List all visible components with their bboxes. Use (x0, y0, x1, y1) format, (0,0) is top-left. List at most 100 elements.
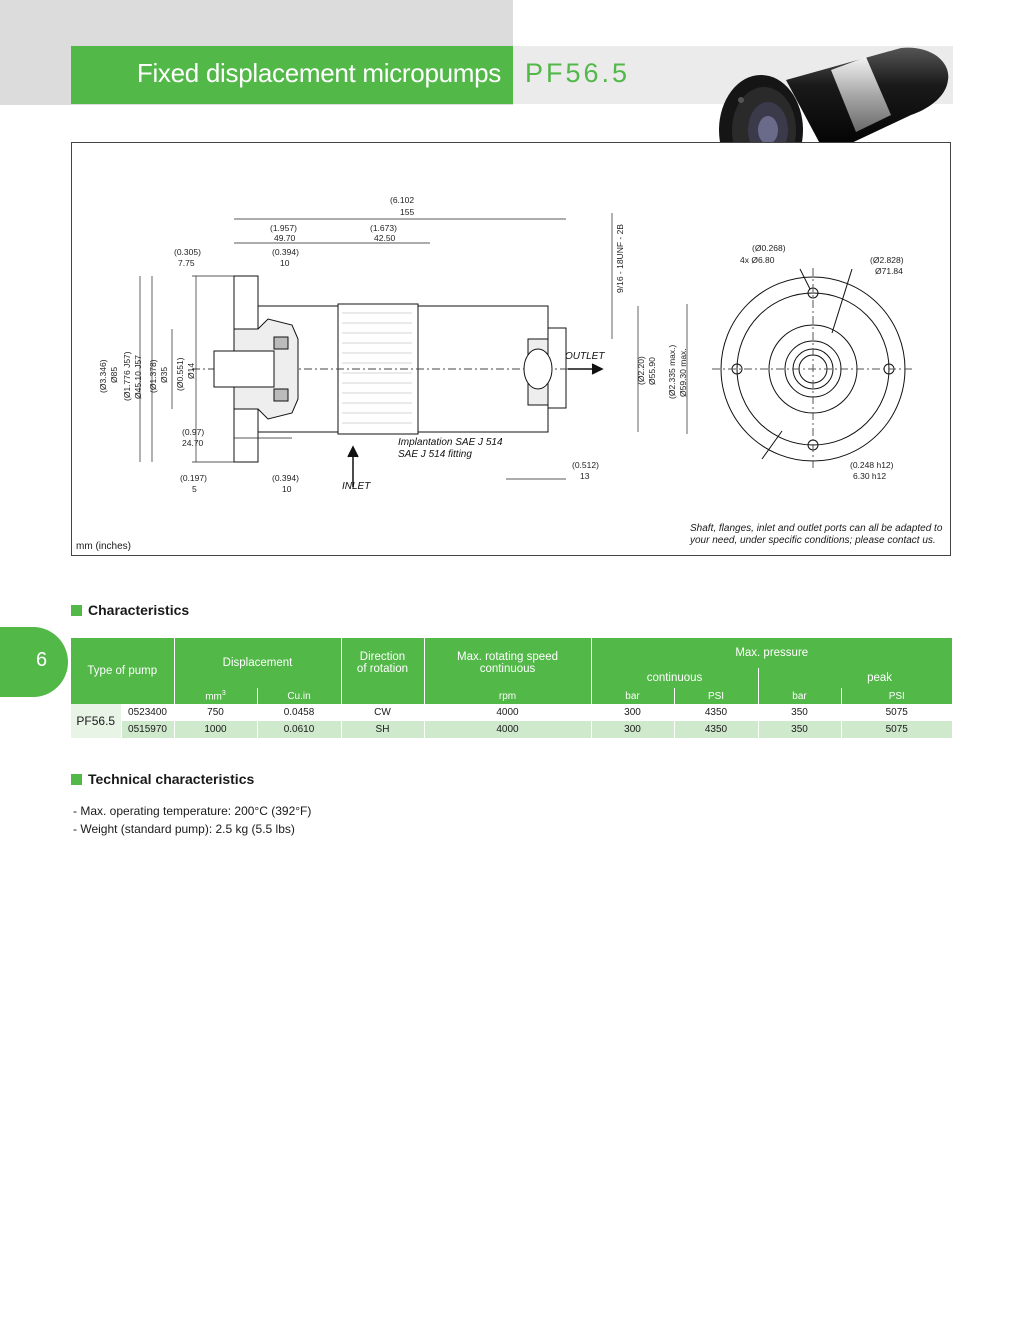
cell-rpm: 4000 (423, 721, 591, 738)
title-band: Fixed displacement micropumps (71, 46, 513, 104)
dim-10b: 10 (282, 484, 292, 494)
dim-4970: 49.70 (274, 233, 296, 243)
th-speed-2: continuous (479, 663, 536, 675)
adapt-note: Shaft, flanges, inlet and outlet ports c… (690, 523, 950, 547)
dim-v85: Ø85 (109, 367, 119, 383)
dim-0394a: (0.394) (272, 247, 299, 257)
cell-psi-cont: 4350 (673, 721, 758, 738)
th-direction: Direction of rotation (340, 638, 424, 688)
technical-drawing: (6.102 155 (1.957) 49.70 (1.673) 42.50 (… (71, 142, 951, 556)
bullet-square-icon (71, 604, 82, 616)
label-fitting: SAE J 514 fitting (398, 449, 472, 460)
dim-v4510: Ø45.10 J57 (133, 355, 143, 399)
dim-thread: 9/16 - 18UNF - 2B (615, 224, 625, 293)
page-number: 6 (36, 649, 48, 671)
adapt-note-line1: Shaft, flanges, inlet and outlet ports c… (690, 523, 943, 534)
dim-0305: (0.305) (174, 247, 201, 257)
cell-code: 0523400 (120, 704, 174, 721)
cell-bar-cont: 300 (590, 721, 674, 738)
th-direction-1: Direction (359, 651, 406, 663)
cell-psi-peak: 5075 (840, 721, 952, 738)
th-displacement: Displacement (173, 638, 341, 688)
adapt-note-line2: your need, under specific conditions; pl… (690, 535, 936, 546)
table-units-row: mm3 Cu.in rpm bar PSI bar PSI (71, 688, 952, 704)
dim-v35: Ø35 (159, 367, 169, 383)
dim-overall-in: (6.102 (390, 195, 414, 205)
dim-overall-mm: 155 (400, 207, 414, 217)
dim-13: 13 (580, 471, 590, 481)
cell-psi-peak: 5075 (840, 704, 952, 721)
page-tab: 6 (0, 627, 68, 697)
cell-dir: CW (340, 704, 424, 721)
th-continuous: continuous (590, 668, 758, 688)
technical-list: - Max. operating temperature: 200°C (392… (73, 802, 311, 838)
dim-10a: 10 (280, 258, 290, 268)
unit-bar-cont: bar (590, 688, 674, 704)
dim-2470: 24.70 (182, 438, 204, 448)
cell-mm3: 750 (173, 704, 257, 721)
dim-v14: Ø14 (186, 363, 196, 379)
cell-bar-cont: 300 (590, 704, 674, 721)
units-note: mm (inches) (76, 541, 132, 552)
th-speed: Max. rotating speed continuous (423, 638, 591, 688)
th-type: Type of pump (71, 638, 174, 704)
unit-psi-peak: PSI (840, 688, 952, 704)
dim-flange-mm: Ø71.84 (875, 266, 903, 276)
th-peak: peak (757, 668, 952, 688)
dim-5: 5 (192, 484, 197, 494)
th-pressure: Max. pressure (590, 638, 952, 668)
pump-model: PF56.5 (71, 704, 121, 738)
table-subheader-row: continuous peak (71, 668, 952, 688)
unit-bar-peak: bar (757, 688, 841, 704)
label-outlet: OUTLET (565, 351, 605, 362)
characteristics-title: Characteristics (88, 602, 190, 618)
dim-v1378: (Ø1.378) (148, 359, 158, 393)
technical-title: Technical characteristics (88, 771, 255, 787)
page-title: Fixed displacement micropumps (136, 58, 501, 88)
dim-1957: (1.957) (270, 223, 297, 233)
label-implantation: Implantation SAE J 514 (398, 437, 503, 448)
cell-bar-peak: 350 (757, 721, 841, 738)
cell-cuin: 0.0458 (256, 704, 341, 721)
unit-cuin: Cu.in (256, 688, 341, 704)
cell-code: 0515970 (120, 721, 174, 738)
th-direction-2: of rotation (356, 663, 409, 675)
dim-0512: (0.512) (572, 460, 599, 470)
dim-v2335: (Ø2.335 max.) (667, 345, 677, 399)
drawing-svg: (6.102 155 (1.957) 49.70 (1.673) 42.50 (… (98, 195, 914, 494)
unit-rpm: rpm (423, 688, 591, 704)
dim-v1776: (Ø1.776 J57) (122, 351, 132, 401)
cell-dir: SH (340, 721, 424, 738)
technical-heading: Technical characteristics (71, 771, 254, 787)
dim-flange-in: (Ø2.828) (870, 255, 904, 265)
unit-direction-blank (340, 688, 424, 704)
list-item: - Max. operating temperature: 200°C (392… (73, 804, 312, 818)
list-item: - Weight (standard pump): 2.5 kg (5.5 lb… (73, 822, 295, 836)
label-inlet: INLET (342, 481, 371, 492)
dim-hole-in: (Ø0.268) (752, 243, 786, 253)
dim-v5930: Ø59.30 max. (678, 348, 688, 397)
dim-v220: (Ø2.20) (636, 356, 646, 385)
characteristics-table: Type of pump Displacement Direction of r… (71, 638, 952, 738)
dim-v0551: (Ø0.551) (175, 357, 185, 391)
unit-mm3: mm3 (173, 688, 257, 704)
model-name: PF56.5 (525, 58, 631, 88)
th-speed-1: Max. rotating speed (456, 651, 558, 663)
dim-v3346: (Ø3.346) (98, 359, 108, 393)
table-row: PF56.5 0523400 750 0.0458 CW 4000 300 43… (71, 704, 952, 738)
cell-bar-peak: 350 (757, 704, 841, 721)
dim-hole-mm: 4x Ø6.80 (740, 255, 775, 265)
cell-mm3: 1000 (173, 721, 257, 738)
dim-0394b: (0.394) (272, 473, 299, 483)
table-row: 0515970 1000 0.0610 SH 4000 300 4350 350… (71, 721, 952, 738)
dim-1673: (1.673) (370, 223, 397, 233)
characteristics-heading: Characteristics (71, 602, 189, 618)
cell-cuin: 0.0610 (256, 721, 341, 738)
dim-key-mm: 6.30 h12 (853, 471, 886, 481)
cell-psi-cont: 4350 (673, 704, 758, 721)
dim-097: (0.97) (182, 427, 204, 437)
dim-775: 7.75 (178, 258, 195, 268)
dim-v5590: Ø55.90 (647, 357, 657, 385)
dim-key-in: (0.248 h12) (850, 460, 894, 470)
dim-0197: (0.197) (180, 473, 207, 483)
